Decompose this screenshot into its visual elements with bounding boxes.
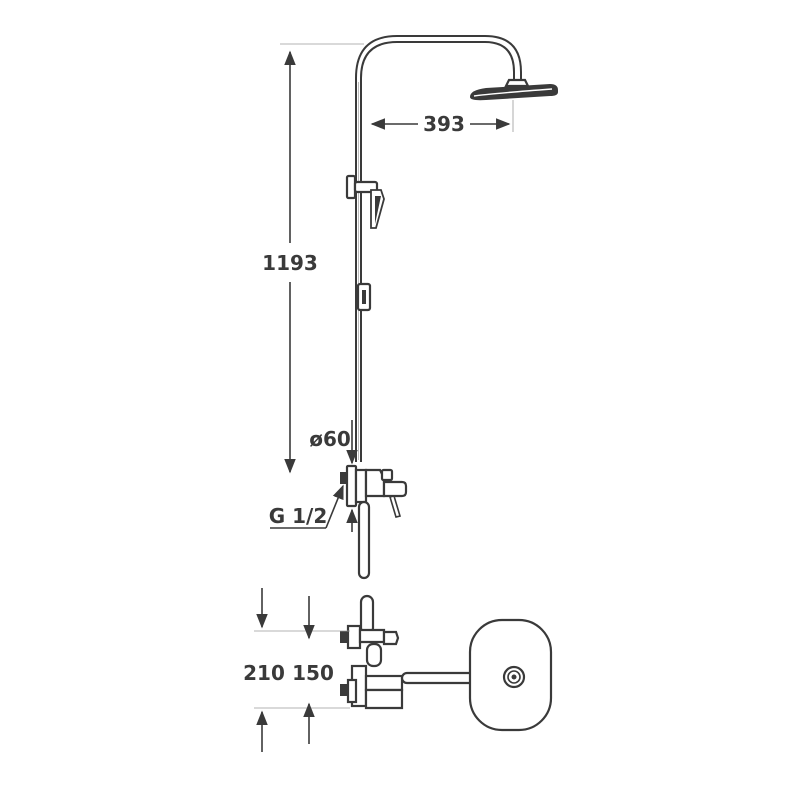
riser-pipe bbox=[355, 35, 522, 462]
shower-head bbox=[470, 78, 558, 101]
diameter-label: ø60 bbox=[309, 427, 351, 451]
diameter-dimension: ø60 bbox=[309, 420, 358, 532]
thread-label: G 1/2 bbox=[269, 504, 328, 528]
arm-label: 393 bbox=[423, 112, 465, 136]
front-riser bbox=[359, 594, 375, 636]
slider-bracket bbox=[345, 174, 385, 229]
spacing-outer-label: 210 bbox=[243, 661, 285, 685]
diverter-knob bbox=[365, 642, 383, 668]
arm-dimension: 393 bbox=[370, 100, 514, 136]
mixer-side bbox=[340, 464, 408, 580]
side-view: 1193 393 bbox=[262, 35, 558, 580]
height-label: 1193 bbox=[262, 251, 318, 275]
wall-plate bbox=[468, 618, 553, 732]
spacing-outer-dimension: 210 bbox=[243, 588, 285, 752]
front-view: 210 150 bbox=[243, 588, 553, 752]
spacing-inner-dimension: 150 bbox=[292, 596, 334, 744]
thread-dimension: G 1/2 bbox=[269, 484, 344, 529]
spacing-inner-label: 150 bbox=[292, 661, 334, 685]
height-dimension: 1193 bbox=[262, 43, 364, 474]
